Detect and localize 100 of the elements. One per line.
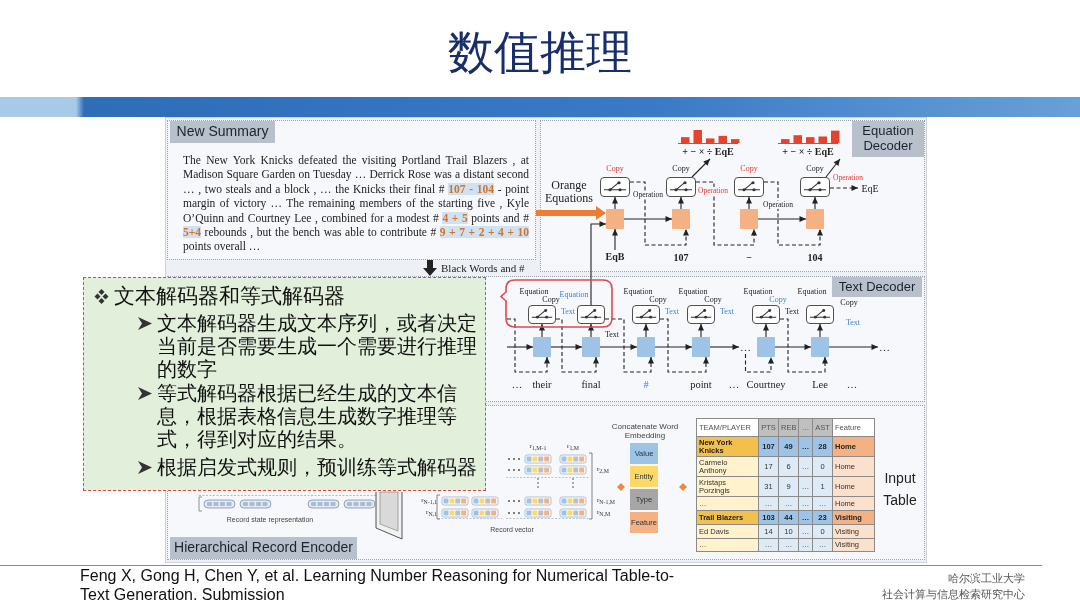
option-label: Text — [560, 306, 576, 316]
ellipsis-label: … — [739, 340, 752, 354]
arrow — [774, 344, 812, 350]
panel-title: Text Decoder — [832, 277, 922, 297]
state-square — [740, 209, 758, 229]
switch-box — [632, 305, 660, 324]
arrow — [691, 158, 711, 178]
option-label: Equation — [559, 289, 589, 299]
option-label: Copy — [704, 294, 722, 304]
option-label: Text — [604, 329, 620, 339]
bar-chart: + − × ÷ EqE — [772, 127, 844, 159]
summary-text: The New York Knicks defeated the visiting Portland Trail Blazers , at Madison Square Garden on Tuesday … Derrick Rose was a distant second … , two steals and a block , … the Knicks their final # 107 - 104 - point margin of victory … The remaining members of the starting five , Kyle O’Quinn and Courtney Lee , combined for a modest # 4 + 5 points and # 5+4 rebounds , but the bench was able to contribute # 9 + 7 + 2 + 4 + 10 points overall … — [183, 153, 529, 254]
arrow — [763, 323, 769, 338]
diagram-panel — [167, 120, 536, 260]
option-label: Copy — [542, 294, 560, 304]
block-arrow — [536, 206, 606, 220]
dashed-arrow — [629, 181, 689, 246]
option-label: Equation — [678, 286, 708, 296]
dashed-arrow — [555, 318, 599, 373]
option-label: Copy — [606, 163, 624, 173]
ellipsis-label: … — [878, 340, 891, 354]
block-arrow — [423, 260, 437, 276]
option-label: Copy — [806, 163, 824, 173]
option-label: Text — [664, 306, 680, 316]
citation: Feng X, Gong H, Chen Y, et al. Learning Number Reasoning for Numerical Table-to-Text Generation. Submission — [80, 566, 676, 604]
arrow — [643, 323, 649, 338]
dashed-arrow — [744, 353, 774, 373]
switch-box — [734, 177, 764, 197]
arrow — [539, 323, 545, 338]
arrow — [612, 196, 618, 210]
arrow — [678, 196, 684, 210]
arrow — [709, 344, 740, 350]
state-square — [606, 209, 624, 229]
option-label: Copy — [672, 163, 690, 173]
side-label: Input Table — [882, 469, 918, 510]
option-label: Equation — [623, 286, 653, 296]
state-square — [582, 337, 600, 357]
panel-title: Equation Decoder — [852, 121, 924, 157]
arrow — [550, 344, 583, 350]
state-square — [692, 337, 710, 357]
diagram-panel — [540, 120, 925, 272]
switch-box — [666, 177, 696, 197]
word-label: Courtney — [746, 378, 786, 392]
arrow — [623, 216, 673, 222]
dashed-arrow — [604, 318, 654, 373]
bullet-text: 根据启发式规则，预训练等式解码器 — [157, 456, 478, 479]
state-square — [533, 337, 551, 357]
word-label: # — [643, 378, 649, 392]
state-square — [811, 337, 829, 357]
arrow — [612, 228, 618, 251]
arrow — [757, 216, 807, 222]
switch-box — [600, 177, 630, 197]
option-label: Copy — [769, 294, 787, 304]
arrow — [506, 344, 534, 350]
switch-box — [687, 305, 715, 324]
slide-title: 数值推理 — [448, 25, 632, 79]
affiliation: 哈尔滨工业大学 — [948, 571, 1025, 585]
panel-title: New Summary — [170, 121, 275, 143]
option-label: Text — [719, 306, 735, 316]
option-label: Copy — [840, 297, 858, 307]
token-label: 104 — [807, 252, 823, 264]
arrow — [588, 323, 594, 338]
option-label: Text — [845, 317, 861, 327]
option-label: Equation — [519, 286, 549, 296]
option-label: Copy — [740, 163, 758, 173]
ellipsis-label: … — [511, 378, 523, 392]
arrow — [825, 158, 841, 178]
state-square — [757, 337, 775, 357]
dashed-arrow — [779, 318, 828, 373]
state-square — [806, 209, 824, 229]
bullet-text: 等式解码器根据已经生成的文本信息，根据表格信息生成数字推理等式，得到对应的结果。 — [157, 382, 458, 451]
arrow — [828, 344, 879, 350]
arrow — [817, 323, 823, 338]
dashed-arrow — [829, 185, 859, 191]
word-label: their — [532, 378, 552, 392]
callout-heading: 文本解码器和等式解码器 — [114, 283, 345, 309]
callout-box — [83, 277, 486, 491]
bullet-text: 文本解码器生成文本序列，或者决定当前是否需要生成一个需要进行推理的数字 — [157, 312, 478, 381]
token-label: − — [746, 252, 752, 264]
arrow — [654, 344, 693, 350]
dashed-arrow — [659, 318, 709, 373]
word-label: final — [581, 378, 601, 392]
token-label: 107 — [673, 252, 689, 264]
ellipsis-label: … — [846, 378, 858, 392]
figure-caption: Concatenate Word Embedding — [610, 421, 680, 441]
dashed-arrow — [506, 318, 550, 373]
switch-box — [528, 305, 556, 324]
state-square — [637, 337, 655, 357]
arrow — [599, 344, 638, 350]
option-label: Copy — [649, 294, 667, 304]
switch-box — [577, 305, 605, 324]
bar-chart: + − × ÷ EqE — [672, 127, 744, 159]
option-label: Equation — [797, 286, 827, 296]
arrow — [698, 323, 704, 338]
switch-box — [806, 305, 834, 324]
token-label: EqE — [858, 183, 882, 195]
token-label: EqB — [604, 250, 626, 264]
dashed-arrow — [695, 181, 757, 246]
switch-box — [752, 305, 780, 324]
ellipsis-label: … — [728, 378, 740, 392]
